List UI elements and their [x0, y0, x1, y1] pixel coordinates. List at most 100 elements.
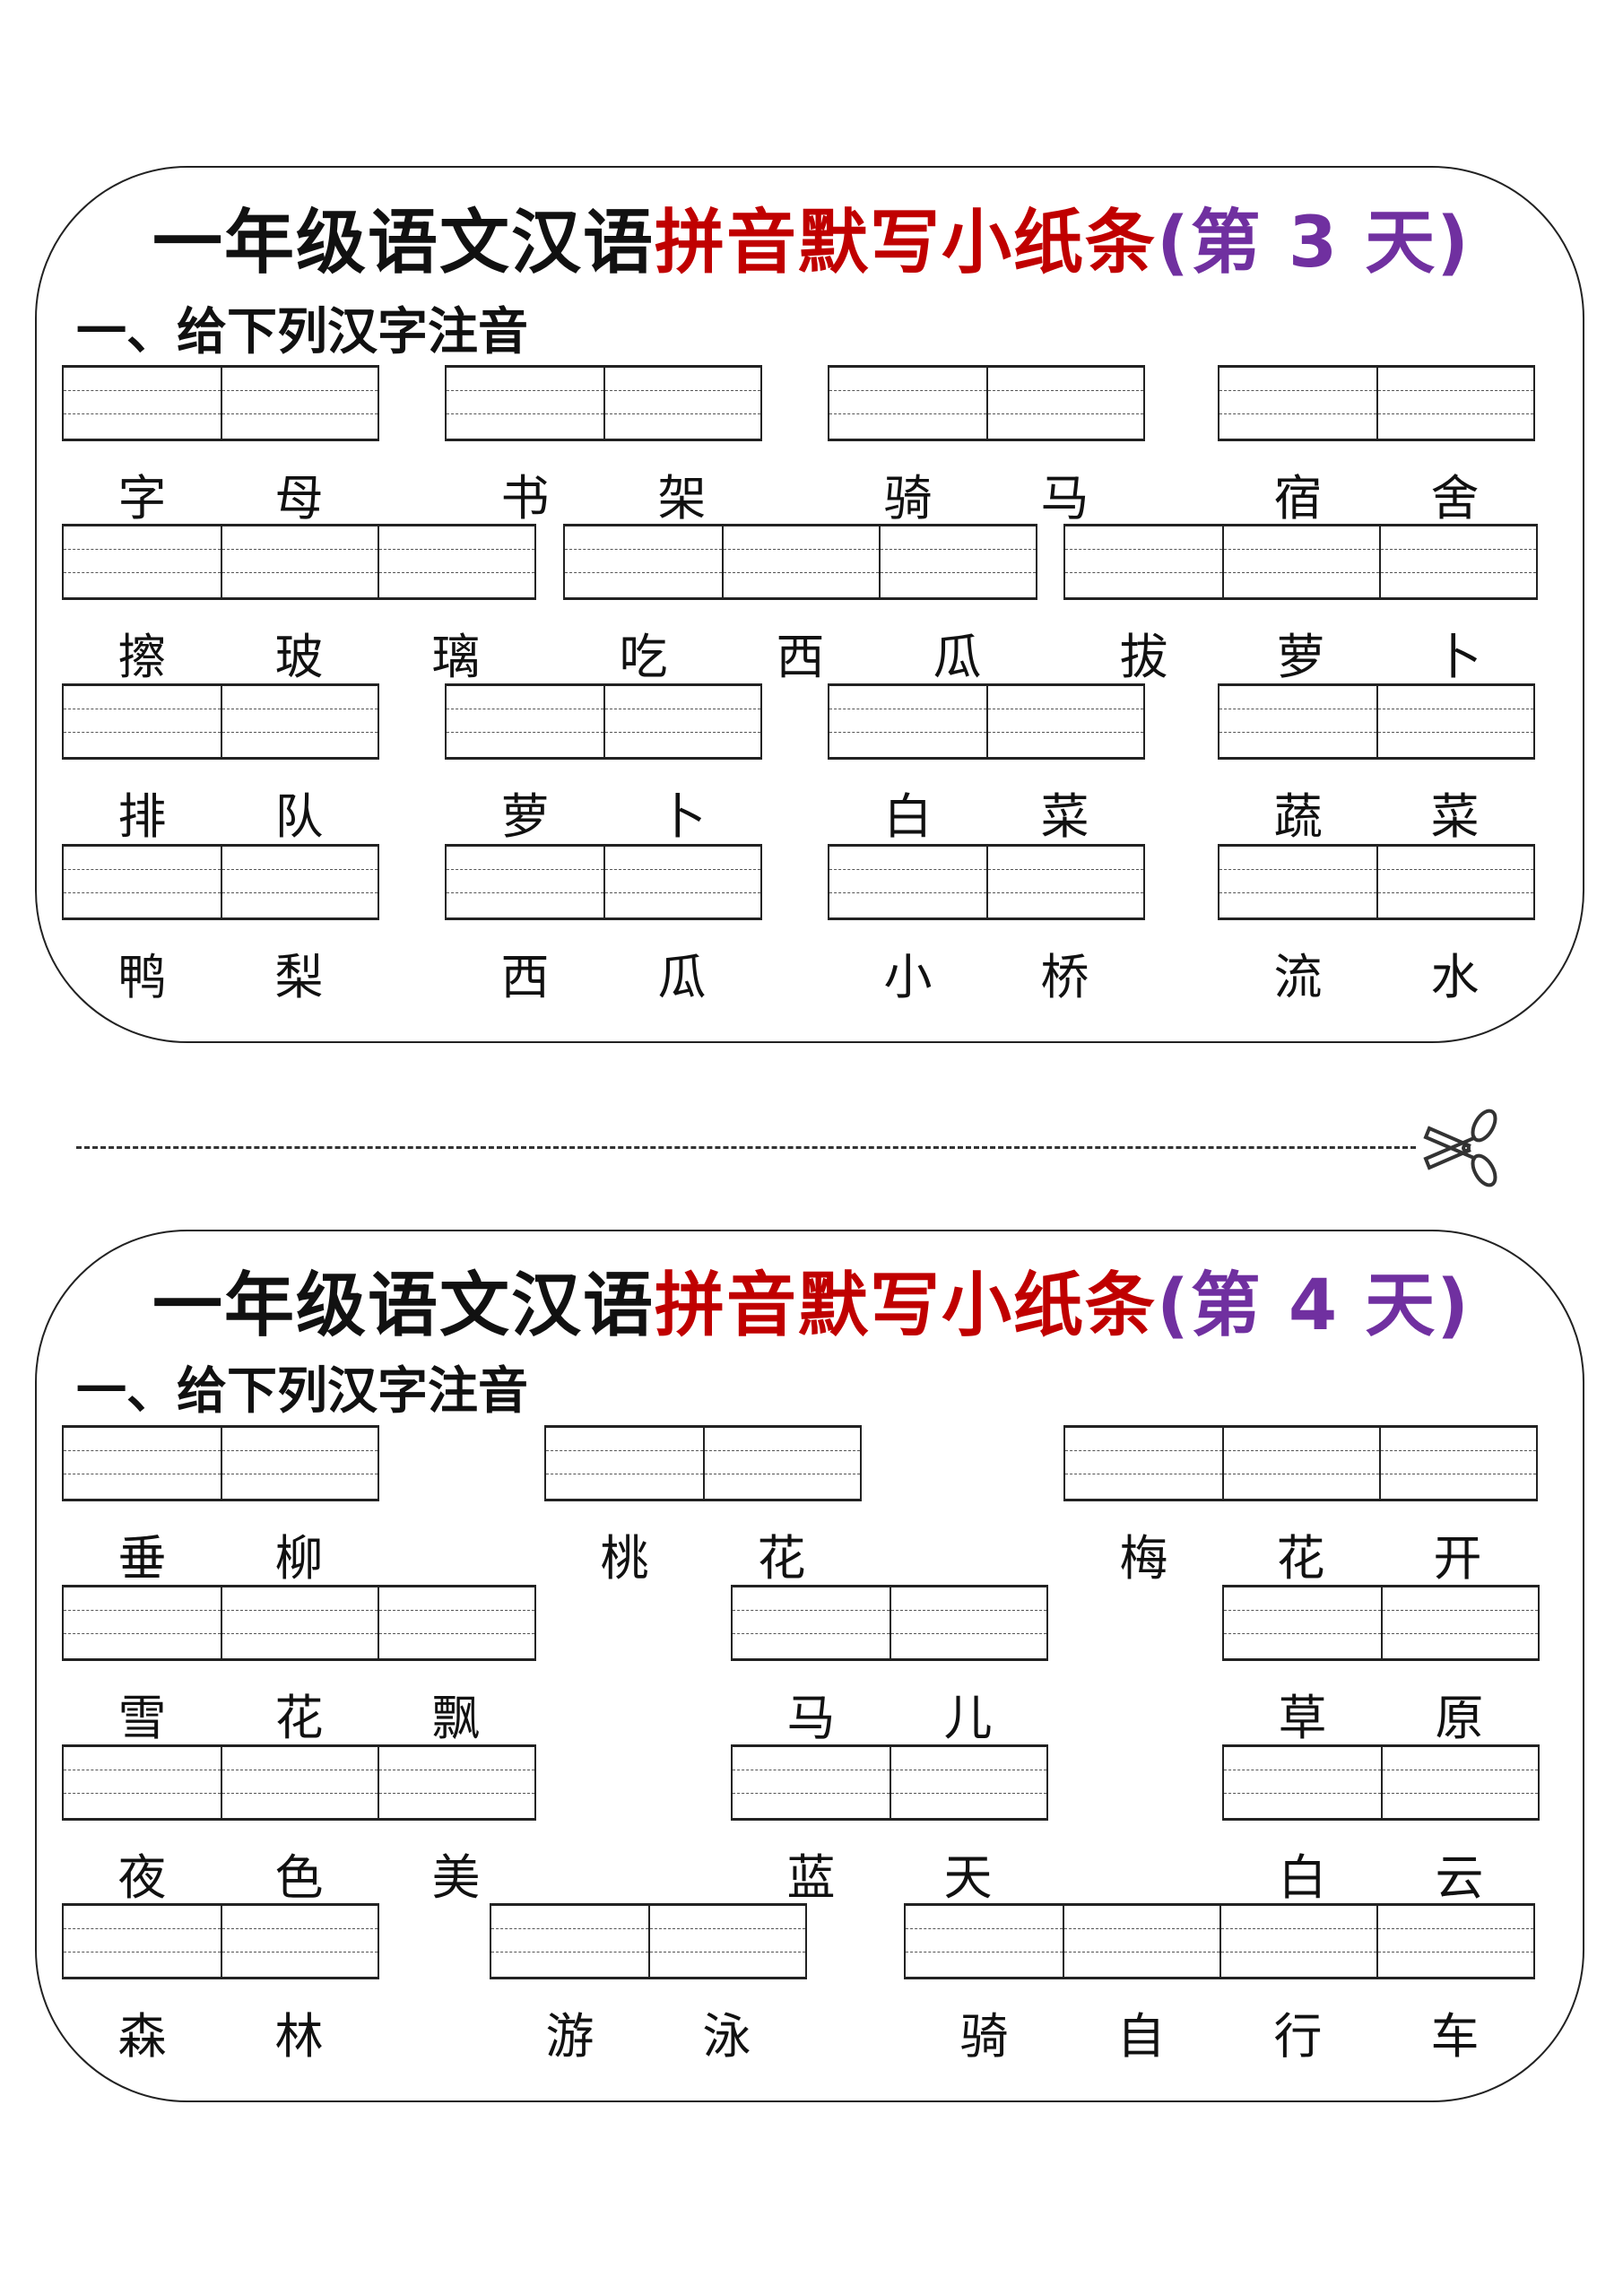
- pinyin-cell[interactable]: [1224, 1747, 1381, 1818]
- pinyin-cell[interactable]: [890, 1587, 1046, 1658]
- hanzi-label: 吃: [619, 629, 668, 685]
- pinyin-cell[interactable]: [829, 847, 986, 918]
- pinyin-writing-box[interactable]: [445, 844, 762, 920]
- pinyin-cell[interactable]: [603, 368, 760, 439]
- pinyin-cell[interactable]: [829, 686, 986, 757]
- pinyin-cell[interactable]: [546, 1428, 703, 1499]
- hanzi-label: 垂: [117, 1530, 167, 1587]
- pinyin-writing-box[interactable]: [904, 1903, 1535, 1979]
- pinyin-cell[interactable]: [221, 847, 378, 918]
- pinyin-cell[interactable]: [1376, 686, 1533, 757]
- pinyin-writing-box[interactable]: [62, 1903, 379, 1979]
- pinyin-cell[interactable]: [603, 686, 760, 757]
- pinyin-cell[interactable]: [829, 368, 986, 439]
- pinyin-writing-box[interactable]: [544, 1425, 862, 1501]
- pinyin-cell[interactable]: [1376, 847, 1533, 918]
- pinyin-writing-box[interactable]: [1222, 1585, 1540, 1661]
- pinyin-cell[interactable]: [906, 1906, 1063, 1977]
- pinyin-cell[interactable]: [603, 847, 760, 918]
- pinyin-cell[interactable]: [64, 1428, 221, 1499]
- pinyin-writing-box[interactable]: [731, 1585, 1048, 1661]
- pinyin-writing-box[interactable]: [1218, 844, 1535, 920]
- card-title-day3: 一年级语文汉语拼音默写小纸条(第 3 天): [0, 187, 1623, 287]
- pinyin-cell[interactable]: [221, 1428, 378, 1499]
- pinyin-cell[interactable]: [64, 686, 221, 757]
- pinyin-cell[interactable]: [64, 526, 221, 597]
- pinyin-cell[interactable]: [447, 368, 603, 439]
- pinyin-cell[interactable]: [378, 1747, 534, 1818]
- pinyin-cell[interactable]: [221, 526, 378, 597]
- pinyin-cell[interactable]: [221, 1747, 378, 1818]
- pinyin-cell[interactable]: [1379, 1428, 1536, 1499]
- pinyin-cell[interactable]: [1219, 368, 1376, 439]
- pinyin-writing-box[interactable]: [62, 1425, 379, 1501]
- pinyin-cell[interactable]: [64, 1747, 221, 1818]
- pinyin-cell[interactable]: [221, 368, 378, 439]
- hanzi-label: 梨: [274, 949, 324, 1005]
- pinyin-cell[interactable]: [1219, 686, 1376, 757]
- hanzi-label: 柳: [274, 1530, 324, 1587]
- pinyin-cell[interactable]: [733, 1747, 890, 1818]
- pinyin-writing-box[interactable]: [1218, 683, 1535, 760]
- pinyin-cell[interactable]: [890, 1747, 1046, 1818]
- pinyin-cell[interactable]: [722, 526, 879, 597]
- pinyin-cell[interactable]: [1065, 526, 1222, 597]
- pinyin-cell[interactable]: [1219, 1906, 1376, 1977]
- pinyin-cell[interactable]: [648, 1906, 805, 1977]
- pinyin-writing-box[interactable]: [1063, 1425, 1538, 1501]
- pinyin-cell[interactable]: [491, 1906, 648, 1977]
- hanzi-label: 蓝: [786, 1849, 836, 1906]
- hanzi-label: 开: [1433, 1530, 1482, 1587]
- pinyin-cell[interactable]: [986, 686, 1143, 757]
- pinyin-cell[interactable]: [986, 368, 1143, 439]
- pinyin-writing-box[interactable]: [62, 844, 379, 920]
- pinyin-writing-box[interactable]: [828, 365, 1145, 441]
- pinyin-writing-box[interactable]: [563, 524, 1037, 600]
- pinyin-cell[interactable]: [703, 1428, 860, 1499]
- pinyin-writing-box[interactable]: [62, 365, 379, 441]
- pinyin-writing-box[interactable]: [490, 1903, 807, 1979]
- hanzi-label: 蔬: [1273, 788, 1323, 845]
- pinyin-cell[interactable]: [1222, 1428, 1379, 1499]
- hanzi-label: 排: [117, 788, 167, 845]
- pinyin-cell[interactable]: [1222, 526, 1379, 597]
- pinyin-cell[interactable]: [1381, 1747, 1538, 1818]
- pinyin-writing-box[interactable]: [62, 524, 536, 600]
- pinyin-cell[interactable]: [565, 526, 722, 597]
- pinyin-writing-box[interactable]: [828, 844, 1145, 920]
- pinyin-cell[interactable]: [221, 1587, 378, 1658]
- pinyin-cell[interactable]: [378, 526, 534, 597]
- pinyin-cell[interactable]: [1381, 1587, 1538, 1658]
- pinyin-cell[interactable]: [1224, 1587, 1381, 1658]
- pinyin-writing-box[interactable]: [1222, 1744, 1540, 1821]
- pinyin-cell[interactable]: [64, 368, 221, 439]
- title-part2: 拼音默写小纸条: [655, 203, 1158, 283]
- pinyin-cell[interactable]: [447, 686, 603, 757]
- pinyin-cell[interactable]: [64, 1587, 221, 1658]
- pinyin-writing-box[interactable]: [62, 1744, 536, 1821]
- pinyin-cell[interactable]: [1063, 1906, 1219, 1977]
- pinyin-cell[interactable]: [879, 526, 1036, 597]
- pinyin-writing-box[interactable]: [731, 1744, 1048, 1821]
- pinyin-cell[interactable]: [1219, 847, 1376, 918]
- pinyin-cell[interactable]: [64, 1906, 221, 1977]
- pinyin-writing-box[interactable]: [445, 365, 762, 441]
- pinyin-cell[interactable]: [221, 1906, 378, 1977]
- pinyin-cell[interactable]: [221, 686, 378, 757]
- pinyin-cell[interactable]: [986, 847, 1143, 918]
- pinyin-cell[interactable]: [1379, 526, 1536, 597]
- pinyin-cell[interactable]: [1065, 1428, 1222, 1499]
- pinyin-cell[interactable]: [1376, 1906, 1533, 1977]
- pinyin-cell[interactable]: [378, 1587, 534, 1658]
- pinyin-cell[interactable]: [64, 847, 221, 918]
- pinyin-cell[interactable]: [733, 1587, 890, 1658]
- pinyin-writing-box[interactable]: [828, 683, 1145, 760]
- hanzi-label: 梅: [1119, 1530, 1168, 1587]
- pinyin-writing-box[interactable]: [62, 683, 379, 760]
- pinyin-writing-box[interactable]: [62, 1585, 536, 1661]
- pinyin-writing-box[interactable]: [1218, 365, 1535, 441]
- pinyin-writing-box[interactable]: [445, 683, 762, 760]
- pinyin-cell[interactable]: [447, 847, 603, 918]
- pinyin-writing-box[interactable]: [1063, 524, 1538, 600]
- pinyin-cell[interactable]: [1376, 368, 1533, 439]
